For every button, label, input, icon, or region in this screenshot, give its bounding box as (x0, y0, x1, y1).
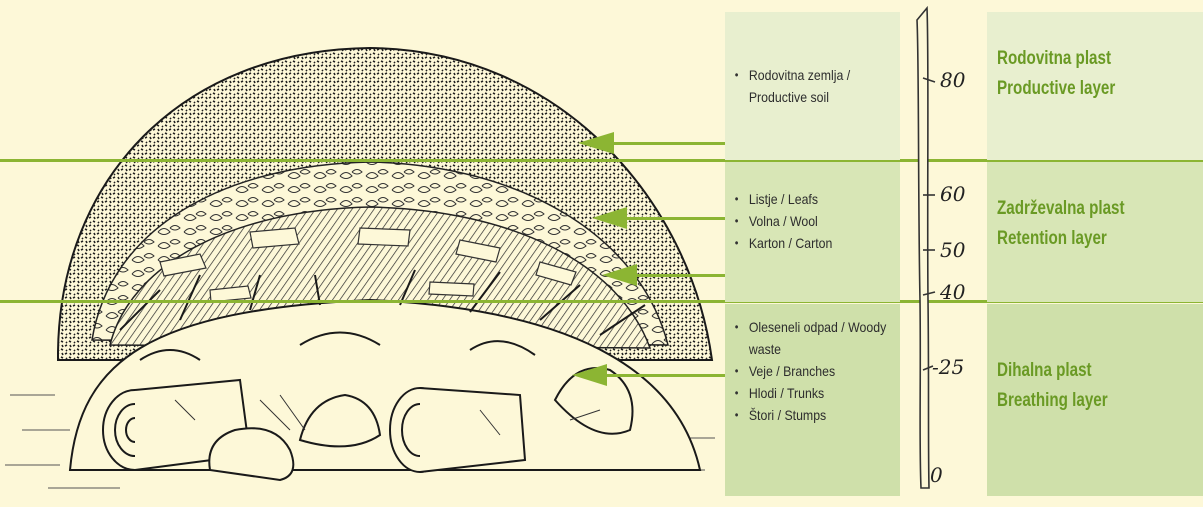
list-item: Volna / Wool (733, 210, 880, 232)
layer-name-sl: Dihalna plast (997, 356, 1162, 386)
layer-name-en: Retention layer (997, 224, 1162, 254)
list-item: Hlodi / Trunks (733, 382, 880, 404)
item-list-retention: Listje / Leafs Volna / Wool Karton / Car… (733, 188, 900, 254)
items-panel-retention: Listje / Leafs Volna / Wool Karton / Car… (725, 162, 900, 302)
list-item: Štori / Stumps (733, 404, 880, 426)
layer-name-en: Breathing layer (997, 386, 1162, 416)
layer-name-sl: Rodovitna plast (997, 44, 1162, 74)
items-panel-breathing: Oleseneli odpad / Woody waste Veje / Bra… (725, 304, 900, 496)
item-list-breathing: Oleseneli odpad / Woody waste Veje / Bra… (733, 316, 900, 426)
ruler-label-0: 0 (930, 463, 943, 487)
list-item: Veje / Branches (733, 360, 880, 382)
layer-name-en: Productive layer (997, 74, 1162, 104)
items-panel-productive: Rodovitna zemlja / Productive soil (725, 12, 900, 160)
list-item: Listje / Leafs (733, 188, 880, 210)
layer-panel-productive: Rodovitna plast Productive layer (987, 12, 1203, 160)
item-list-productive: Rodovitna zemlja / Productive soil (733, 64, 900, 108)
ruler-label-80: 80 (940, 68, 965, 92)
list-item: Rodovitna zemlja / Productive soil (733, 64, 898, 108)
layer-panel-retention: Zadrževalna plast Retention layer (987, 162, 1203, 302)
ruler-label-60: 60 (940, 182, 965, 206)
list-item: Karton / Carton (733, 232, 880, 254)
list-item: Oleseneli odpad / Woody waste (733, 316, 898, 360)
layer-name-sl: Zadrževalna plast (997, 194, 1162, 224)
layer-panel-breathing: Dihalna plast Breathing layer (987, 304, 1203, 496)
ruler-label-25: -25 (932, 355, 964, 379)
ruler-label-40: 40 (940, 280, 965, 304)
mound-illustration (0, 0, 730, 507)
ruler-label-50: 50 (940, 238, 965, 262)
